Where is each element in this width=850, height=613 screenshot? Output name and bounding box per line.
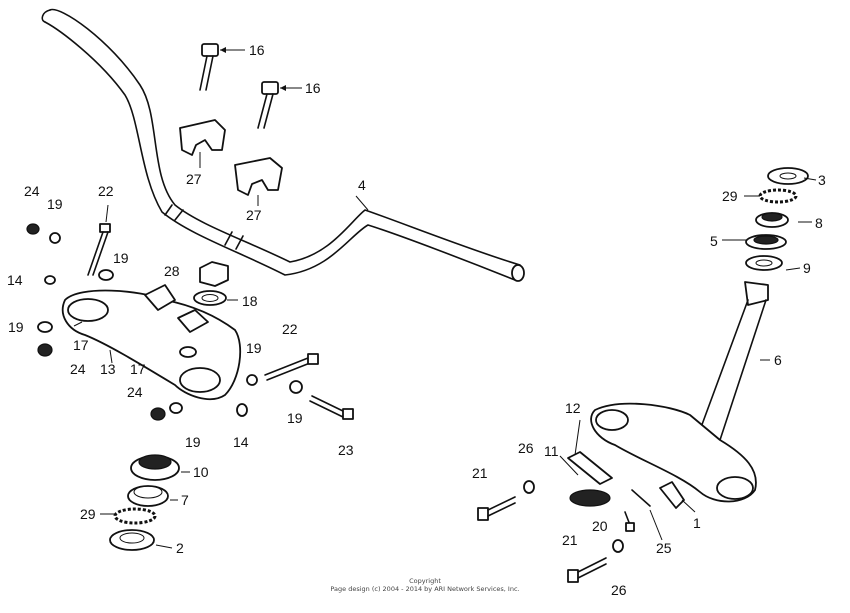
dust-seal-5[interactable]: [745, 234, 787, 250]
bolt-22-lower[interactable]: [264, 353, 319, 381]
pin-25[interactable]: [631, 489, 651, 507]
callout-19b: 19: [113, 250, 129, 266]
callout-22b: 22: [282, 321, 298, 337]
steel-balls-29-upper[interactable]: [758, 188, 798, 204]
callout-14a: 14: [7, 272, 23, 288]
washer-18[interactable]: [193, 290, 227, 306]
callout-27a: 27: [186, 171, 202, 187]
washer-14-b[interactable]: [236, 403, 248, 417]
callout-25: 25: [656, 540, 672, 556]
bolt-16-upper[interactable]: [199, 43, 245, 91]
callout-7: 7: [181, 492, 189, 508]
washer-14-a[interactable]: [44, 275, 56, 285]
callout-17a: 17: [73, 337, 89, 353]
callout-21b: 21: [562, 532, 578, 548]
callout-18: 18: [242, 293, 258, 309]
nut-24-b[interactable]: [37, 343, 53, 357]
callout-24b: 24: [70, 361, 86, 377]
callout-19f: 19: [185, 434, 201, 450]
callout-21a: 21: [472, 465, 488, 481]
washer-19-b[interactable]: [98, 269, 114, 281]
copyright-line-1: Copyright: [409, 577, 441, 585]
callout-17b: 17: [130, 361, 146, 377]
steering-stem-6[interactable]: [590, 281, 769, 503]
bolt-20[interactable]: [624, 511, 635, 532]
callout-19c: 19: [8, 319, 24, 335]
washer-19-c[interactable]: [37, 321, 53, 333]
callout-10: 10: [193, 464, 209, 480]
callout-5: 5: [710, 233, 718, 249]
washer-19-e[interactable]: [289, 380, 303, 394]
callout-16a: 16: [249, 42, 265, 58]
callout-23: 23: [338, 442, 354, 458]
cap-nut-28[interactable]: [199, 261, 229, 287]
copyright-line-2: Page design (c) 2004 - 2014 by ARI Netwo…: [330, 585, 519, 593]
callout-24c: 24: [127, 384, 143, 400]
callout-28: 28: [164, 263, 180, 279]
bolt-21-lower[interactable]: [567, 557, 607, 583]
washer-26-upper[interactable]: [523, 480, 535, 494]
washer-3[interactable]: [767, 167, 809, 185]
callout-9: 9: [803, 260, 811, 276]
callout-20: 20: [592, 518, 608, 534]
bolt-23[interactable]: [309, 395, 354, 420]
callout-3: 3: [818, 172, 826, 188]
nut-24-c[interactable]: [150, 407, 166, 421]
callout-22a: 22: [98, 183, 114, 199]
clamp-1[interactable]: [659, 481, 685, 509]
leader-lines: [73, 177, 817, 549]
spring-11[interactable]: [569, 489, 611, 507]
callout-6: 6: [774, 352, 782, 368]
ring-7[interactable]: [127, 485, 169, 507]
callout-1: 1: [693, 515, 701, 531]
washer-26-lower[interactable]: [612, 539, 624, 553]
callout-29b: 29: [722, 188, 738, 204]
callout-19a: 19: [47, 196, 63, 212]
callout-labels: 16 16 27 27 4 24 19 22 19 14 28 18 19 17…: [7, 42, 826, 598]
callout-26b: 26: [611, 582, 627, 598]
bearing-race-10[interactable]: [130, 454, 180, 481]
handlebar[interactable]: [41, 8, 525, 282]
steel-balls-29-lower[interactable]: [113, 507, 157, 525]
nut-24-top[interactable]: [26, 223, 40, 235]
holder-clamp-27-lower[interactable]: [234, 157, 283, 206]
bracket-12[interactable]: [567, 451, 613, 485]
callout-12: 12: [565, 400, 581, 416]
callout-24a: 24: [24, 183, 40, 199]
bolt-22-upper[interactable]: [87, 223, 111, 276]
callout-4: 4: [358, 177, 366, 193]
washer-19-d[interactable]: [246, 374, 258, 386]
callout-14b: 14: [233, 434, 249, 450]
callout-27b: 27: [246, 207, 262, 223]
bolt-16-lower[interactable]: [257, 81, 302, 129]
washer-19-top[interactable]: [49, 232, 61, 244]
callout-19d: 19: [246, 340, 262, 356]
callout-19e: 19: [287, 410, 303, 426]
callout-16b: 16: [305, 80, 321, 96]
holder-clamp-27-upper[interactable]: [179, 119, 226, 168]
callout-2: 2: [176, 540, 184, 556]
washer-19-f[interactable]: [169, 402, 183, 414]
bolt-21-upper[interactable]: [477, 496, 516, 521]
callout-13: 13: [100, 361, 116, 377]
race-2[interactable]: [109, 529, 155, 551]
cone-race-8[interactable]: [755, 212, 789, 228]
callout-29a: 29: [80, 506, 96, 522]
callout-26a: 26: [518, 440, 534, 456]
upper-bridge-13[interactable]: [61, 284, 242, 400]
washer-9[interactable]: [745, 255, 783, 271]
callout-11: 11: [544, 443, 559, 459]
callout-8: 8: [815, 215, 823, 231]
